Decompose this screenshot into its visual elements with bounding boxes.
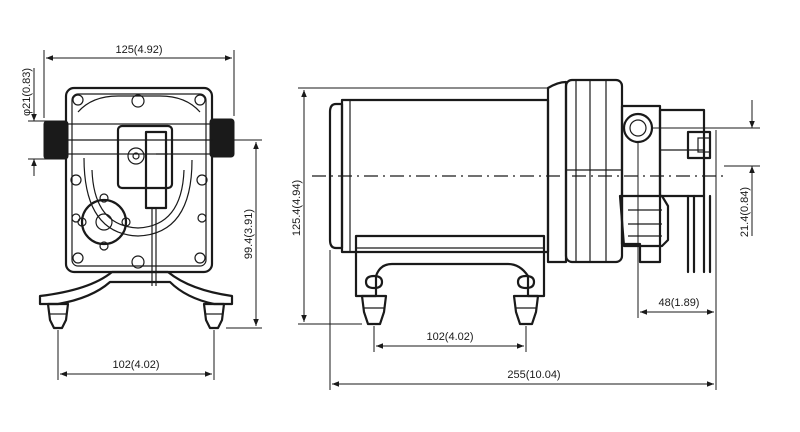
side-feet: [360, 294, 540, 326]
front-housing: [64, 86, 214, 274]
port-diameter-label: φ21(0.83): [21, 68, 33, 116]
front-top-lobe: [77, 95, 201, 113]
front-feet: [46, 302, 226, 330]
dim-front-width: [43, 50, 235, 118]
dim-side-height: [298, 87, 548, 325]
front-valve: [116, 124, 174, 210]
front-width-label: 125(4.92): [115, 44, 162, 56]
dim-front-base: [57, 330, 215, 380]
side-length-label: 255(10.04): [507, 369, 560, 381]
front-height-label: 99.4(3.91): [243, 209, 255, 259]
dim-head: [637, 142, 714, 318]
pump-head: [564, 78, 624, 264]
dim-port-diameter: [28, 68, 66, 176]
motor-flange: [546, 80, 568, 264]
pressure-switch: [658, 108, 712, 274]
motor-end-cap: [328, 102, 344, 250]
side-view: 125.4(4.94) 102(4.02) 255(10.04) 21.4(0.…: [291, 78, 760, 390]
front-view: 125(4.92) φ21(0.83) 99.4(3.91) 102(4.02): [21, 44, 262, 380]
head-label: 48(1.89): [659, 297, 700, 309]
front-inner-frame: [71, 93, 207, 267]
terminal-label: 21.4(0.84): [739, 187, 751, 237]
front-base: [38, 270, 234, 306]
side-slot-left: [364, 274, 384, 290]
front-diaphragm: [83, 157, 193, 237]
side-base-label: 102(4.02): [426, 331, 473, 343]
dim-side-length: [329, 130, 717, 390]
dim-side-base: [373, 326, 527, 352]
dim-front-height: [226, 139, 262, 329]
side-height-label: 125.4(4.94): [291, 180, 303, 236]
front-base-label: 102(4.02): [112, 359, 159, 371]
side-base-bracket: [354, 234, 546, 298]
side-slot-right: [516, 274, 536, 290]
front-cam: [77, 193, 131, 251]
front-ports: [43, 118, 235, 160]
dim-terminal: [652, 100, 760, 236]
mounting-holes: [70, 94, 208, 269]
front-diaphragm-inner: [91, 169, 185, 229]
